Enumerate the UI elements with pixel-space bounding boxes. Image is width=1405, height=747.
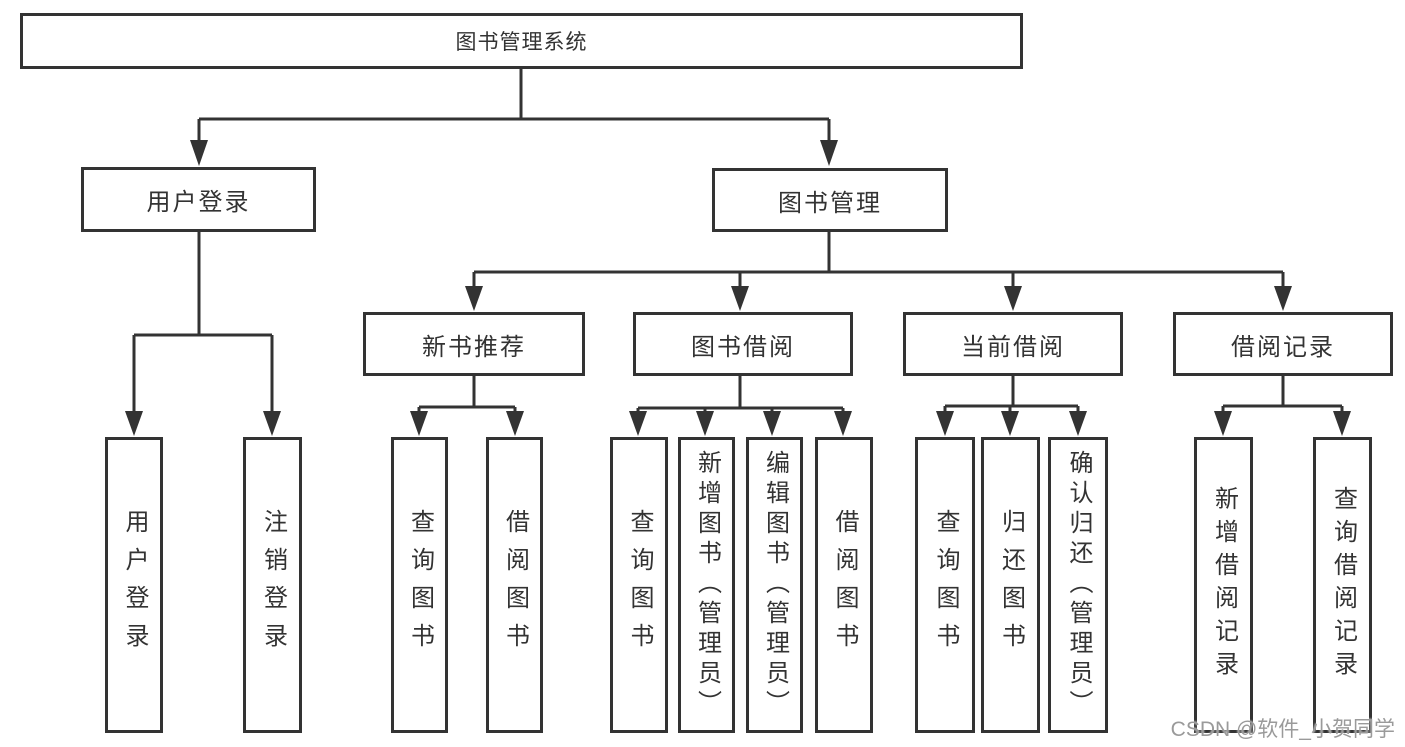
node-label: 新增图书（管理员） [693, 450, 721, 720]
node-label: 用户登录 [121, 509, 148, 661]
leaf-borrow-books-1: 借阅图书 [486, 437, 543, 733]
node-label: 用户登录 [146, 189, 251, 216]
node-label: 借阅图书 [831, 509, 858, 661]
node-label: 查询借阅记录 [1329, 486, 1357, 684]
node-label: 当前借阅 [961, 333, 1065, 361]
node-label: 查询图书 [406, 509, 434, 661]
node-book-management: 图书管理 [712, 168, 948, 232]
node-user-login: 用户登录 [81, 167, 316, 232]
node-new-book-recommend: 新书推荐 [363, 312, 585, 376]
node-label: 注销登录 [259, 509, 287, 661]
node-current-borrowing: 当前借阅 [903, 312, 1123, 376]
node-label: 归还图书 [997, 509, 1025, 661]
node-label: 图书借阅 [691, 333, 795, 361]
leaf-query-books-2: 查询图书 [610, 437, 668, 733]
leaf-edit-books-admin: 编辑图书（管理员） [746, 437, 803, 733]
leaf-return-books: 归还图书 [981, 437, 1040, 733]
node-label: 查询图书 [932, 509, 959, 661]
csdn-watermark: CSDN @软件_小贺同学 [1170, 718, 1395, 741]
node-label: 新书推荐 [422, 333, 526, 361]
leaf-add-borrow-record: 新增借阅记录 [1194, 437, 1253, 733]
leaf-query-borrow-record: 查询借阅记录 [1313, 437, 1372, 733]
leaf-add-books-admin: 新增图书（管理员） [678, 437, 735, 733]
node-library-management-system: 图书管理系统 [20, 13, 1023, 69]
node-label: 借阅图书 [501, 509, 529, 661]
leaf-query-books-1: 查询图书 [391, 437, 448, 733]
node-label: 借阅记录 [1231, 333, 1335, 361]
node-borrowing-records: 借阅记录 [1173, 312, 1393, 376]
leaf-query-books-3: 查询图书 [915, 437, 975, 733]
leaf-borrow-books-2: 借阅图书 [815, 437, 873, 733]
leaf-user-login: 用户登录 [105, 437, 163, 733]
node-label: 图书管理系统 [455, 31, 588, 54]
node-label: 图书管理 [778, 189, 882, 217]
node-book-borrowing: 图书借阅 [633, 312, 853, 376]
node-label: 查询图书 [626, 509, 653, 661]
leaf-confirm-return-admin: 确认归还（管理员） [1048, 437, 1108, 733]
node-label: 新增借阅记录 [1210, 486, 1238, 684]
node-label: 编辑图书（管理员） [761, 450, 789, 720]
leaf-logout: 注销登录 [243, 437, 302, 733]
node-label: 确认归还（管理员） [1065, 450, 1092, 720]
